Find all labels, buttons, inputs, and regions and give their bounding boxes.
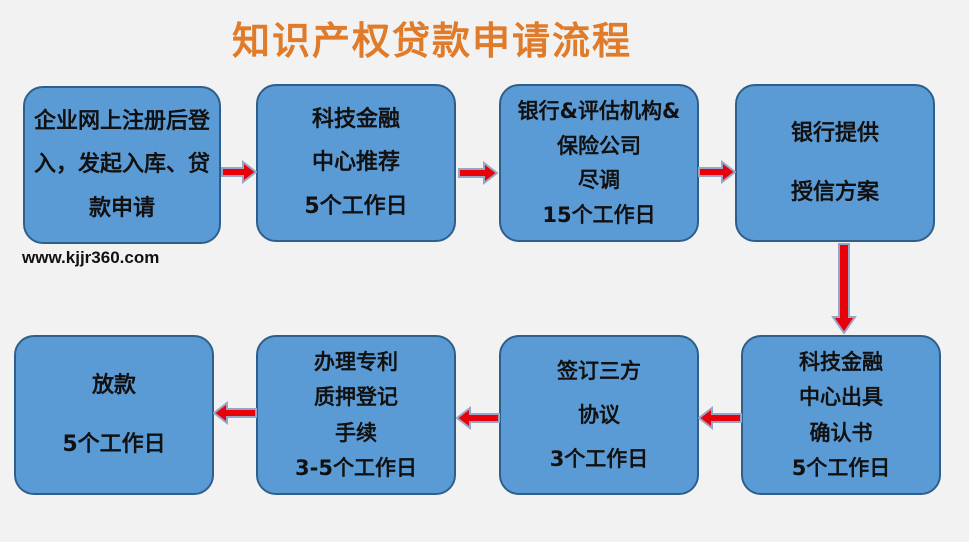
step-1-line-2: 入，发起入库、贷 [33, 152, 210, 178]
arrow-left-1-icon [698, 406, 742, 430]
step-3-line-1: 银行&评估机构& [517, 98, 681, 123]
page-title: 知识产权贷款申请流程 [232, 19, 633, 63]
step-1-register-apply: 企业网上注册后登 入，发起入库、贷 款申请 [23, 86, 221, 244]
step-2-line-1: 科技金融 [311, 106, 400, 132]
arrow-right-1-icon [221, 160, 257, 184]
arrow-left-3-icon [213, 401, 257, 425]
step-6-tripartite-agreement: 签订三方 协议 3个工作日 [499, 335, 699, 495]
step-8-line-1: 放款 [91, 372, 136, 398]
step-6-line-2: 协议 [578, 402, 620, 427]
step-8-loan-release: 放款 5个工作日 [14, 335, 214, 495]
step-4-credit-plan: 银行提供 授信方案 [735, 84, 935, 242]
step-2-line-2: 中心推荐 [311, 150, 400, 176]
step-7-line-4: 3-5个工作日 [295, 455, 417, 480]
step-1-line-3: 款申请 [88, 196, 155, 222]
step-3-due-diligence: 银行&评估机构& 保险公司 尽调 15个工作日 [499, 84, 699, 242]
step-7-patent-pledge: 办理专利 质押登记 手续 3-5个工作日 [256, 335, 456, 495]
step-5-confirmation-letter: 科技金融 中心出具 确认书 5个工作日 [741, 335, 941, 495]
step-7-line-3: 手续 [335, 420, 377, 445]
step-2-line-3: 5个工作日 [304, 194, 408, 220]
step-5-line-2: 中心出具 [799, 385, 883, 410]
step-4-line-2: 授信方案 [790, 179, 879, 205]
step-8-line-2: 5个工作日 [62, 431, 166, 457]
step-1-line-1: 企业网上注册后登 [33, 108, 210, 134]
step-6-line-1: 签订三方 [557, 358, 641, 383]
step-6-line-3: 3个工作日 [549, 446, 649, 471]
step-3-line-3: 尽调 [578, 168, 620, 193]
arrow-left-2-icon [456, 406, 500, 430]
arrow-down-icon [831, 243, 857, 335]
step-5-line-1: 科技金融 [799, 350, 883, 375]
step-5-line-4: 5个工作日 [791, 455, 891, 480]
website-url: www.kjjr360.com [22, 248, 160, 267]
arrow-right-3-icon [698, 160, 736, 184]
step-3-line-4: 15个工作日 [542, 203, 656, 228]
step-7-line-2: 质押登记 [314, 385, 398, 410]
step-4-line-1: 银行提供 [790, 121, 879, 147]
step-7-line-1: 办理专利 [314, 350, 398, 375]
step-2-center-recommend: 科技金融 中心推荐 5个工作日 [256, 84, 456, 242]
step-3-line-2: 保险公司 [557, 133, 641, 158]
step-5-line-3: 确认书 [809, 420, 873, 445]
arrow-right-2-icon [458, 161, 498, 185]
